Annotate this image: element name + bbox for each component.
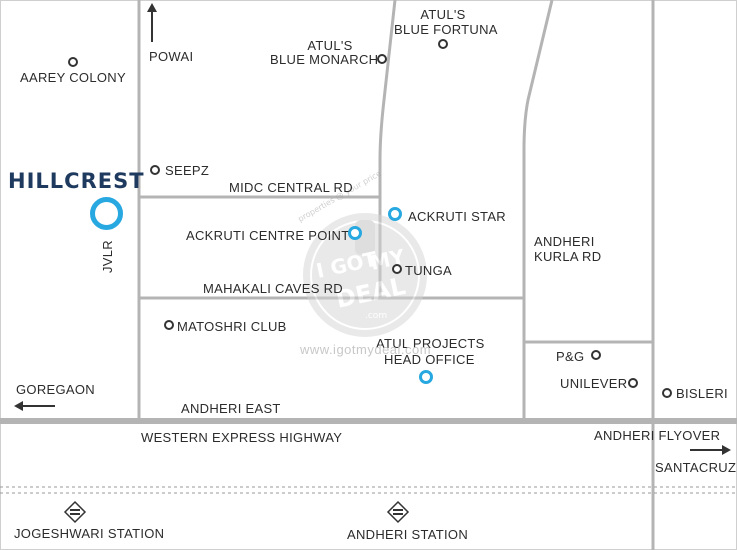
landmark-atul-blue-fortuna-2: BLUE FORTUNA: [394, 22, 498, 37]
station-andheri: ANDHERI STATION: [347, 527, 469, 542]
direction-goregaon: GOREGAON: [16, 382, 95, 397]
curved-road-west: [378, 0, 397, 298]
landmark-matoshri-club: MATOSHRI CLUB: [177, 319, 287, 334]
landmark-bisleri: BISLERI: [676, 386, 728, 401]
unilever-marker: [628, 378, 638, 388]
road-label-andheri-flyover: ANDHERI FLYOVER: [594, 428, 721, 443]
igotmydeal-watermark-logo: I GOT MY DEAL .com properties @ your pri…: [297, 169, 427, 337]
matoshri-club-marker: [164, 320, 174, 330]
landmark-atul-blue-fortuna-1: ATUL'S: [420, 7, 466, 22]
landmark-seepz: SEEPZ: [165, 163, 210, 178]
station-jogeshwari: JOGESHWARI STATION: [14, 526, 165, 541]
project-name: HILLCREST: [8, 169, 145, 193]
aarey-colony-marker: [68, 57, 78, 67]
project-location-marker[interactable]: [90, 197, 123, 230]
landmark-atul-projects-2: HEAD OFFICE: [384, 352, 475, 367]
landmark-atul-blue-monarch-1: ATUL'S: [307, 38, 353, 53]
landmark-unilever: UNILEVER: [560, 376, 628, 391]
landmark-tunga: TUNGA: [405, 263, 452, 278]
goregaon-arrow-head: [14, 401, 23, 411]
direction-santacruz: SANTACRUZ: [655, 460, 737, 475]
direction-powai: POWAI: [149, 49, 194, 64]
ackruti-star-marker[interactable]: [388, 207, 402, 221]
landmark-atul-projects-1: ATUL PROJECTS: [376, 336, 485, 351]
landmark-aarey-colony: AAREY COLONY: [20, 70, 126, 85]
landmark-ackruti-star: ACKRUTI STAR: [408, 209, 506, 224]
road-label-andheri-kurla-1: ANDHERI: [534, 234, 595, 249]
powai-arrow-head: [147, 3, 157, 12]
atul-blue-fortuna-marker: [438, 39, 448, 49]
andheri-kurla-road: [522, 0, 554, 418]
road-label-midc-central: MIDC CENTRAL RD: [229, 180, 353, 195]
andheri-station-icon: [386, 500, 410, 524]
area-label-andheri-east: ANDHERI EAST: [181, 401, 281, 416]
landmark-pg: P&G: [556, 349, 585, 364]
atul-projects-marker[interactable]: [419, 370, 433, 384]
road-label-andheri-kurla-2: KURLA RD: [534, 249, 602, 264]
road-label-western-express: WESTERN EXPRESS HIGHWAY: [141, 430, 343, 445]
pg-marker: [591, 350, 601, 360]
road-label-mahakali-caves: MAHAKALI CAVES RD: [203, 281, 343, 296]
road-label-jvlr: JVLR: [100, 240, 115, 273]
seepz-marker: [150, 165, 160, 175]
bisleri-marker: [662, 388, 672, 398]
watermark-suffix: .com: [365, 311, 387, 321]
watermark-url: www.igotmydeal.com: [300, 342, 432, 357]
tunga-marker: [392, 264, 402, 274]
jogeshwari-station-icon: [63, 500, 87, 524]
atul-blue-monarch-marker: [377, 54, 387, 64]
landmark-atul-blue-monarch-2: BLUE MONARCH: [270, 52, 379, 67]
santacruz-arrow-head: [722, 445, 731, 455]
landmark-ackruti-centre-point: ACKRUTI CENTRE POINT: [186, 228, 350, 243]
ackruti-centre-point-marker[interactable]: [348, 226, 362, 240]
